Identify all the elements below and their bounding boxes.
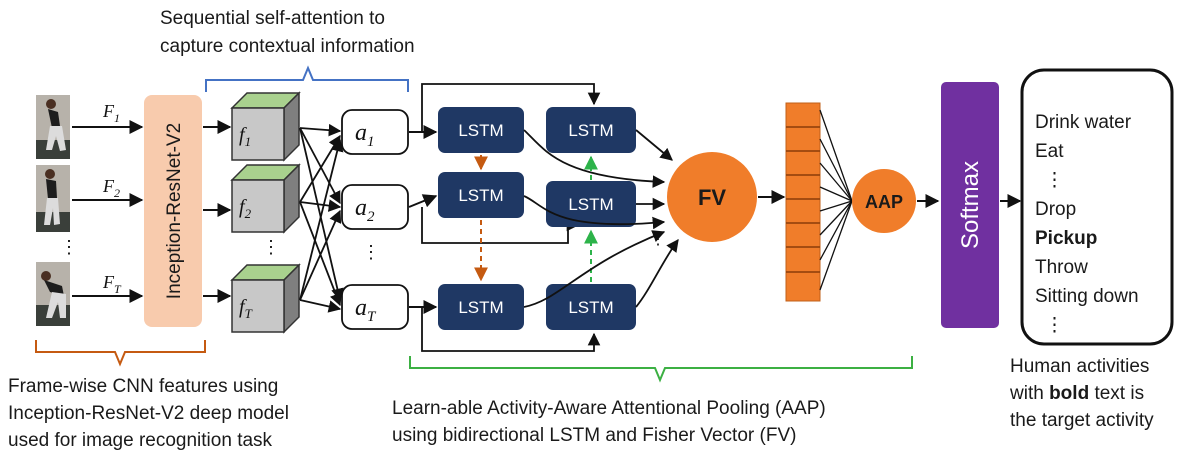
svg-text:LSTM: LSTM [568, 298, 613, 317]
attention-node-1 [341, 109, 409, 155]
activity-item: Eat [1035, 141, 1064, 162]
softmax-block [941, 82, 999, 328]
softmax-label: Softmax [957, 161, 984, 249]
bottom-left-caption-line-2: Inception-ResNet-V2 deep model [8, 403, 289, 424]
lstm-backward-2: LSTM [546, 181, 636, 227]
bottom-right-caption-line-3: the target activity [1010, 410, 1154, 431]
feature-cube-t [230, 263, 301, 334]
svg-text:LSTM: LSTM [458, 298, 503, 317]
bottom-left-caption-line-3: used for image recognition task [8, 430, 273, 451]
activity-item: Drop [1035, 199, 1076, 220]
bottom-right-caption-line-1: Human activities [1010, 356, 1149, 377]
bottom-left-brace [35, 340, 206, 367]
feature-label-1: f1 [239, 124, 251, 149]
activity-ellipsis: ⋮ [1045, 315, 1064, 336]
lstm-forward-1: LSTM [438, 107, 524, 153]
bottom-mid-caption-line-2: using bidirectional LSTM and Fisher Vect… [392, 425, 796, 446]
feature-label-t: fT [239, 296, 253, 321]
bottom-left-caption-line-1: Frame-wise CNN features using [8, 376, 278, 397]
frame-ellipsis: ⋮ [60, 237, 78, 257]
activity-output-box [1020, 68, 1174, 346]
frame-image-1 [36, 95, 70, 159]
lstm-backward-1: LSTM [546, 107, 636, 153]
aap-circle [852, 169, 916, 233]
cnn-label: Inception-ResNet-V2 [164, 123, 185, 299]
frame-image-2 [36, 165, 70, 232]
lstm-ellipsis: ⋮ [650, 231, 666, 248]
top-caption-line-2: capture contextual information [160, 36, 415, 57]
frame-label-2: F2 [102, 176, 120, 200]
activity-item: Pickup [1035, 228, 1097, 249]
activity-item: Throw [1035, 257, 1088, 278]
feature-cube-1 [230, 91, 301, 162]
lstm-backward-t: LSTM [546, 284, 636, 330]
feature-to-attention-links [299, 123, 344, 313]
attention-label-1: a1 [355, 120, 375, 150]
svg-text:LSTM: LSTM [458, 121, 503, 140]
activity-item: Sitting down [1035, 286, 1139, 307]
svg-text:LSTM: LSTM [568, 121, 613, 140]
frame-to-cnn-arrows [72, 120, 144, 303]
activity-item: Drink water [1035, 112, 1132, 133]
feature-cube-2 [230, 163, 301, 234]
feature-label-2: f2 [239, 196, 252, 221]
vector-to-aap-lines [819, 109, 853, 291]
frame-label-1: F1 [102, 101, 120, 125]
activity-ellipsis: ⋮ [1045, 170, 1064, 191]
frame-image-t [36, 262, 70, 326]
attention-label-2: a2 [355, 195, 375, 225]
lstm-forward-2: LSTM [438, 172, 524, 218]
fisher-vector-bar [785, 102, 821, 302]
bottom-mid-caption-line-1: Learn-able Activity-Aware Attentional Po… [392, 398, 826, 419]
top-caption-line-1: Sequential self-attention to [160, 8, 385, 29]
bottom-right-caption-line-2: with bold text is [1009, 383, 1144, 404]
lstm-to-fv-arrows [523, 129, 679, 308]
top-brace [205, 65, 409, 92]
cnn-block [144, 95, 202, 327]
feature-ellipsis: ⋮ [262, 237, 280, 257]
cnn-to-feature-arrows [203, 120, 232, 303]
fv-label: FV [698, 185, 726, 210]
lstm-forward-t: LSTM [438, 284, 524, 330]
svg-text:LSTM: LSTM [568, 195, 613, 214]
frame-label-t: FT [102, 272, 122, 296]
bottom-mid-brace [409, 356, 913, 383]
attention-node-2 [341, 184, 409, 230]
attention-ellipsis: ⋮ [362, 242, 380, 262]
aap-label: AAP [865, 192, 903, 212]
svg-text:LSTM: LSTM [458, 186, 503, 205]
attention-node-t [341, 284, 409, 330]
attention-label-t: aT [355, 295, 377, 325]
fv-circle [667, 152, 757, 242]
